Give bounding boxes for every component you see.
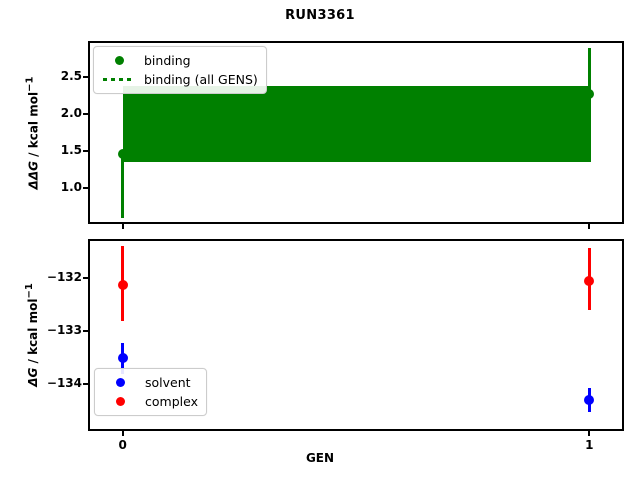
y-axis-label-ddg-exponent: −1 [23, 76, 35, 92]
datapoint-complex-gen0[interactable] [117, 279, 128, 290]
legend-ddg[interactable]: binding binding (all GENS) [93, 46, 267, 94]
y-tick-label-bottom-2: −134 [46, 375, 82, 390]
x-tick-top-1 [588, 224, 591, 229]
y-tick-top-3 [83, 75, 88, 78]
y-tick-top-2 [83, 112, 88, 115]
datapoint-binding-gen0[interactable] [117, 149, 128, 160]
x-tick-bottom-1 [588, 431, 591, 436]
y-tick-label-bottom-1: −133 [46, 323, 82, 338]
datapoint-solvent-gen0[interactable] [117, 352, 128, 363]
legend-marker-binding-icon [100, 56, 138, 65]
legend-dg[interactable]: solvent complex [94, 368, 207, 416]
legend-label-binding-all-gens: binding (all GENS) [144, 72, 258, 87]
figure-title: RUN3361 [285, 8, 355, 23]
y-axis-label-ddg-symbol: ΔΔG [25, 160, 40, 189]
legend-marker-complex-icon [101, 397, 139, 406]
x-tick-top-0 [121, 224, 124, 229]
legend-label-complex: complex [145, 394, 198, 409]
plot-area-dg [90, 241, 622, 429]
y-tick-label-top-0: 1.0 [60, 180, 82, 195]
legend-item-solvent[interactable]: solvent [101, 373, 198, 392]
y-tick-bottom-2 [83, 382, 88, 385]
legend-label-solvent: solvent [145, 375, 191, 390]
errorbar-binding-gen1 [587, 48, 591, 163]
datapoint-binding-gen1[interactable] [584, 89, 595, 100]
y-tick-label-bottom-0: −132 [46, 270, 82, 285]
x-tick-label-1: 1 [585, 438, 594, 452]
legend-item-binding-all-gens[interactable]: binding (all GENS) [100, 70, 258, 89]
y-tick-label-top-3: 2.5 [60, 68, 82, 83]
legend-label-binding: binding [144, 53, 191, 68]
y-axis-label-ddg-units: / kcal mol [25, 91, 40, 161]
binding-all-gens-band [122, 85, 590, 163]
datapoint-complex-gen1[interactable] [584, 275, 595, 286]
legend-item-binding[interactable]: binding [100, 51, 258, 70]
legend-marker-solvent-icon [101, 378, 139, 387]
plot-area-ddg [90, 43, 622, 222]
legend-dotted-line-icon [100, 78, 138, 81]
y-tick-top-1 [83, 150, 88, 153]
legend-item-complex[interactable]: complex [101, 392, 198, 411]
y-axis-label-dg: ΔG / kcal mol−1 [24, 283, 40, 387]
y-tick-bottom-0 [83, 277, 88, 280]
x-tick-label-0: 0 [118, 438, 127, 452]
y-axis-label-dg-exponent: −1 [23, 283, 35, 299]
x-tick-bottom-0 [121, 431, 124, 436]
errorbar-binding-gen0 [121, 150, 125, 219]
y-tick-top-0 [83, 187, 88, 190]
y-axis-label-dg-symbol: ΔG [25, 367, 40, 387]
axes-ddg-panel [88, 41, 624, 224]
y-axis-label-dg-units: / kcal mol [25, 298, 40, 368]
y-tick-bottom-1 [83, 330, 88, 333]
y-tick-label-top-2: 2.0 [60, 105, 82, 120]
y-tick-label-top-1: 1.5 [60, 143, 82, 158]
datapoint-solvent-gen1[interactable] [584, 394, 595, 405]
x-axis-label: GEN [305, 451, 335, 465]
y-axis-label-ddg: ΔΔG / kcal mol−1 [24, 76, 40, 189]
